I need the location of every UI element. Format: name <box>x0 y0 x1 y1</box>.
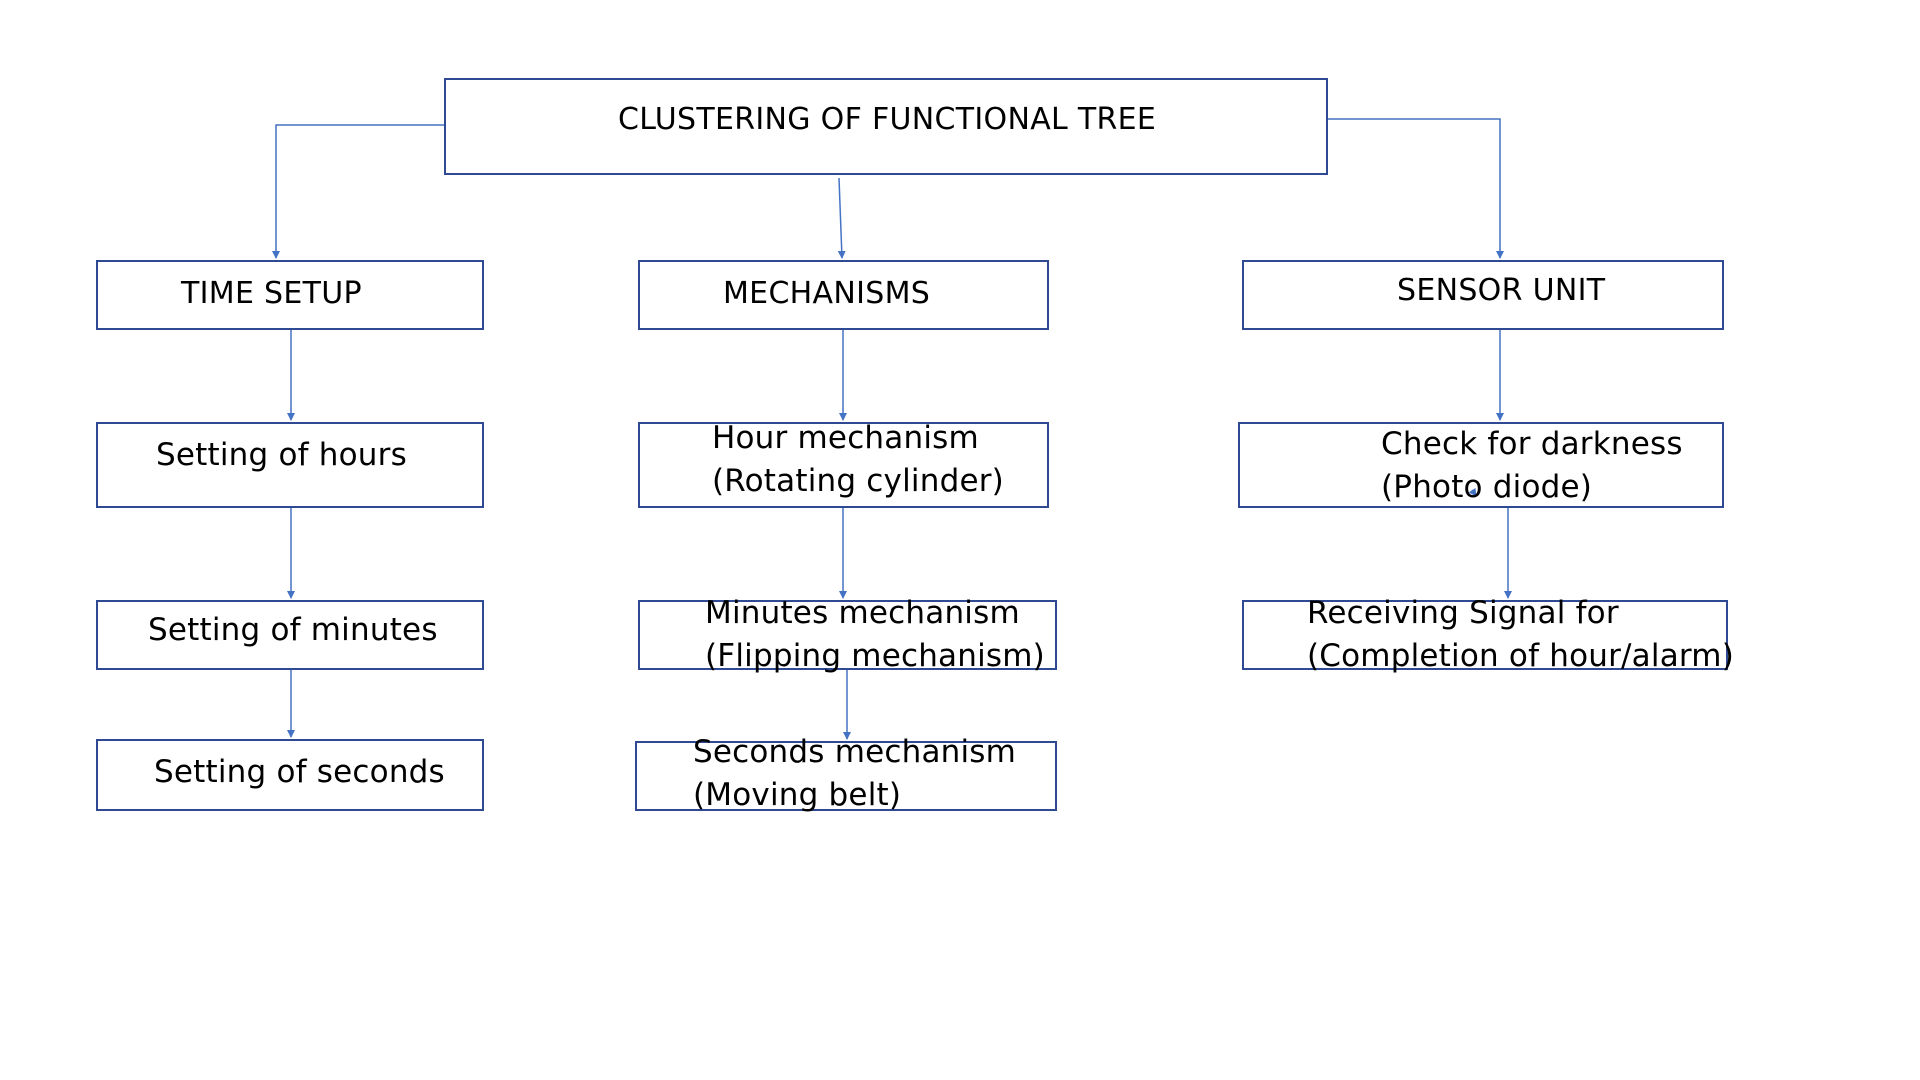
receiving-signal-box <box>1242 600 1728 670</box>
minutes-mechanism-label: Minutes mechanism <box>705 595 1020 631</box>
setting-hours-label: Setting of hours <box>156 437 407 473</box>
connector-root-to-sensor-unit <box>1327 118 1504 259</box>
darkness-check-box <box>1238 422 1724 508</box>
root-box <box>444 78 1328 175</box>
time-setup-heading: TIME SETUP <box>181 276 362 311</box>
connector-root-to-time-setup <box>272 124 444 259</box>
setting-seconds-box <box>96 739 484 811</box>
setting-minutes-label: Setting of minutes <box>148 612 438 648</box>
sensor-unit-heading: SENSOR UNIT <box>1397 273 1606 308</box>
receiving-signal-detail: (Completion of hour/alarm) <box>1307 638 1734 674</box>
darkness-check-detail: (Photo diode) <box>1381 469 1593 505</box>
minutes-mechanism-box <box>638 600 1057 670</box>
root-title: CLUSTERING OF FUNCTIONAL TREE <box>618 102 1157 137</box>
mechanisms-heading: MECHANISMS <box>723 276 931 311</box>
setting-hours-box <box>96 422 484 508</box>
darkness-check-label: Check for darkness <box>1381 426 1683 462</box>
hour-mechanism-detail: (Rotating cylinder) <box>712 463 1004 499</box>
setting-minutes-box <box>96 600 484 670</box>
setting-seconds-label: Setting of seconds <box>154 754 445 790</box>
seconds-mechanism-detail: (Moving belt) <box>693 777 902 813</box>
stray-arrow-artifact <box>1468 487 1477 497</box>
connector-root-to-mechanisms <box>837 177 846 259</box>
receiving-signal-label: Receiving Signal for <box>1307 595 1619 631</box>
minutes-mechanism-detail: (Flipping mechanism) <box>705 638 1045 674</box>
hour-mechanism-box <box>638 422 1049 508</box>
sensor-unit-box <box>1242 260 1724 330</box>
mechanisms-box <box>638 260 1049 330</box>
seconds-mechanism-box <box>635 741 1057 811</box>
hour-mechanism-label: Hour mechanism <box>712 420 979 456</box>
seconds-mechanism-label: Seconds mechanism <box>693 734 1017 770</box>
time-setup-box <box>96 260 484 330</box>
